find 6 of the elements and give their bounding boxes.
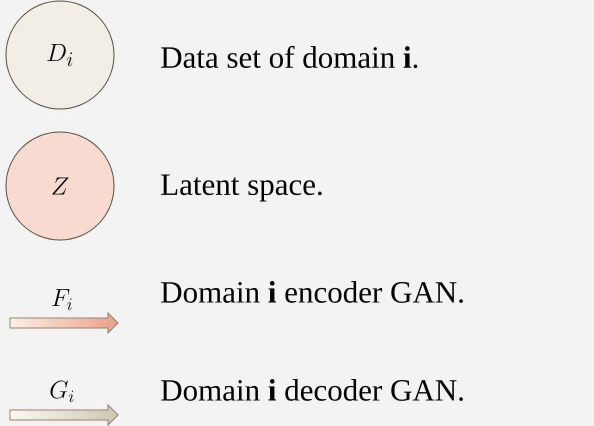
legend-text: Latent space. (161, 174, 322, 202)
arrow-label: $F_i$ (52, 289, 72, 310)
arrow-label: $G_i$ (50, 380, 74, 402)
legend-text: Domain i encoder GAN. (161, 281, 463, 303)
legend-text: Domain i decoder GAN. (161, 379, 463, 401)
legend-text: Data set of domain i. (161, 46, 418, 68)
